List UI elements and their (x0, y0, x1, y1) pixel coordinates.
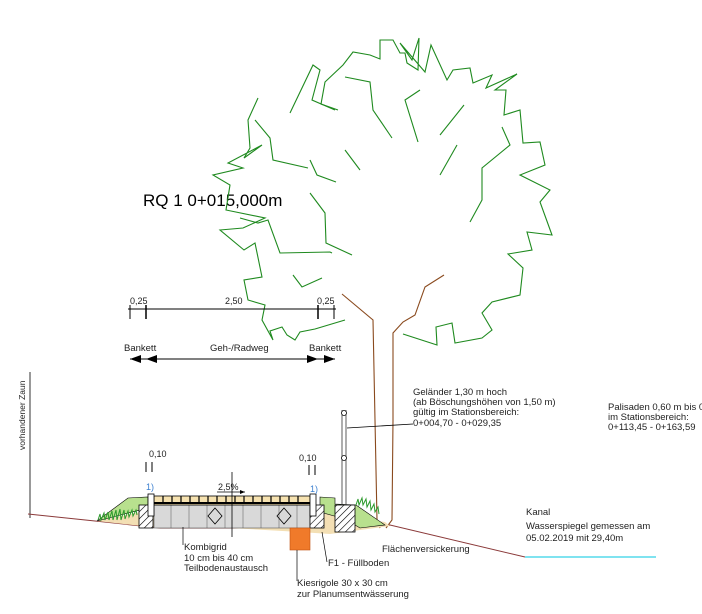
railing-line-2: (ab Böschungshöhen von 1,50 m) (413, 397, 556, 408)
kombigrid-line-2: 10 cm bis 40 cm (184, 553, 253, 564)
infiltration-label: Flächenversickerung (382, 544, 470, 555)
fill-soil-label: F1 - Füllboden (328, 558, 389, 569)
note-mark-right: 1) (310, 484, 318, 494)
dim-left-bankett: 0,25 (130, 296, 148, 306)
section-title: RQ 1 0+015,000m (143, 191, 282, 210)
rigole-line-2: zur Planumsentwässerung (297, 589, 409, 600)
palisades-line-2: im Stationsbereich: (608, 412, 689, 423)
railing-label: Geländer 1,30 m hoch (ab Böschungshöhen … (413, 387, 556, 429)
slope-indicator: 2,5% (217, 472, 245, 537)
rigole-line-1: Kiesrigole 30 x 30 cm (297, 578, 388, 589)
rigole-label: Kiesrigole 30 x 30 cm zur Planumsentwäss… (297, 578, 409, 600)
dim-path-width: 2,50 (225, 296, 243, 306)
canal-line-3: 05.02.2019 mit 29,40m (526, 533, 623, 544)
railing-line-1: Geländer 1,30 m hoch (413, 387, 507, 398)
palisades-label: Palisaden 0,60 m bis 0 im Stationsbereic… (608, 402, 702, 433)
railing-post (341, 410, 414, 505)
zone-right-bankett: Bankett (309, 343, 342, 354)
fence-label: vorhandener Zaun (17, 380, 27, 450)
slope-label: 2,5% (218, 482, 239, 492)
railing-foundation (334, 504, 356, 533)
leader-lines (182, 527, 328, 581)
palisades-line-3: 0+113,45 - 0+163,59 (608, 422, 696, 433)
pavement-joints (162, 496, 299, 503)
curb-dimensions: 0,10 0,10 1) 1) (145, 449, 318, 494)
dim-right-curb: 0,10 (299, 453, 317, 463)
grass (97, 496, 380, 522)
dim-right-bankett: 0,25 (317, 296, 335, 306)
left-curb (147, 493, 155, 517)
canal-label: Kanal Wasserspiegel gemessen am 05.02.20… (526, 507, 650, 544)
right-curb (309, 493, 317, 517)
canal-line-2: Wasserspiegel gemessen am (526, 521, 650, 532)
kombigrid-line-3: Teilbodenaustausch (184, 563, 268, 574)
kombigrid-line-1: Kombigrid (184, 542, 227, 553)
kombigrid-label: Kombigrid 10 cm bis 40 cm Teilbodenausta… (184, 542, 268, 574)
railing-line-4: 0+004,70 - 0+029,35 (413, 418, 501, 429)
railing-line-3: gültig im Stationsbereich: (413, 407, 519, 418)
tree-crown (211, 37, 553, 346)
existing-fence: vorhandener Zaun (17, 372, 31, 518)
zone-left-bankett: Bankett (124, 343, 157, 354)
palisades-line-1: Palisaden 0,60 m bis 0 (608, 402, 702, 413)
gravel-trench (289, 527, 311, 551)
canal-line-1: Kanal (526, 507, 550, 518)
zone-labels: Bankett Geh-/Radweg Bankett (124, 343, 342, 363)
dimension-chain: 0,25 2,50 0,25 (128, 296, 336, 319)
zone-path: Geh-/Radweg (210, 343, 269, 354)
note-mark-left: 1) (146, 482, 154, 492)
dim-left-curb: 0,10 (149, 449, 167, 459)
